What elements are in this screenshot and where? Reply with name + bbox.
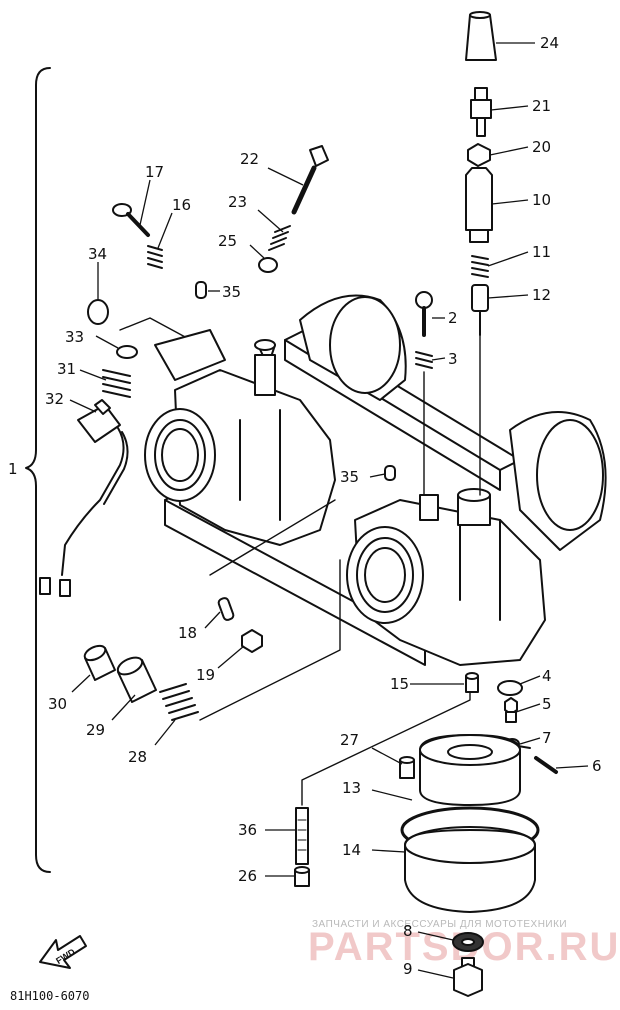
part-35-plug-upper xyxy=(195,281,207,299)
callout-2: 2 xyxy=(448,309,458,327)
part-3-spring xyxy=(415,351,433,369)
part-34-cap xyxy=(87,299,109,325)
leader-lines xyxy=(69,42,589,979)
part-5-jet xyxy=(504,697,518,723)
callout-32: 32 xyxy=(45,390,64,408)
callout-28: 28 xyxy=(128,748,147,766)
part-6-pin xyxy=(534,756,558,774)
callout-35-lower: 35 xyxy=(340,468,359,486)
part-19-nut xyxy=(241,629,263,653)
callout-3: 3 xyxy=(448,350,458,368)
callout-labels: 24 21 20 10 11 12 2 3 22 23 25 35 17 16 … xyxy=(8,34,602,978)
part-14-float-bowl xyxy=(404,826,536,913)
callout-13: 13 xyxy=(342,779,361,797)
part-4-washer xyxy=(497,680,523,696)
watermark-top: ЗАПЧАСТИ И АКСЕССУАРЫ ДЛЯ МОТОТЕХНИКИ xyxy=(312,919,567,930)
callout-25: 25 xyxy=(218,232,237,250)
part-15-jet xyxy=(465,672,479,693)
callout-17: 17 xyxy=(145,163,164,181)
part-23-spring xyxy=(268,225,291,251)
callout-16: 16 xyxy=(172,196,191,214)
right-carburetor-body xyxy=(346,488,546,666)
callout-14: 14 xyxy=(342,841,361,859)
callout-9: 9 xyxy=(403,960,413,978)
callout-22: 22 xyxy=(240,150,259,168)
callout-35-upper: 35 xyxy=(222,283,241,301)
callout-6: 6 xyxy=(592,757,602,775)
part-22-screw xyxy=(291,145,329,215)
part-29-bushing xyxy=(116,656,157,703)
part-27-jet xyxy=(399,756,415,779)
callout-18: 18 xyxy=(178,624,197,642)
callout-4: 4 xyxy=(542,667,552,685)
callout-5: 5 xyxy=(542,695,552,713)
part-28-spring xyxy=(159,683,199,721)
callout-11: 11 xyxy=(532,243,551,261)
part-32-sensor xyxy=(39,399,129,597)
part-36-emulsion-tube xyxy=(295,807,309,865)
part-21-connector xyxy=(470,87,492,137)
part-26-jet xyxy=(294,866,310,887)
callout-27: 27 xyxy=(340,731,359,749)
fwd-arrow-icon: FWD xyxy=(39,935,87,969)
part-18-pin xyxy=(217,597,235,621)
callout-15: 15 xyxy=(390,675,409,693)
mounting-plate-lower xyxy=(164,499,426,666)
callout-8: 8 xyxy=(403,922,413,940)
callout-30: 30 xyxy=(48,695,67,713)
diagram-code: 81H100-6070 xyxy=(10,989,89,1003)
part-12-needle xyxy=(471,284,489,336)
assembly-brace xyxy=(25,67,51,873)
part-31-spring xyxy=(102,369,131,398)
left-carburetor-body xyxy=(144,339,336,546)
callout-19: 19 xyxy=(196,666,215,684)
callout-26: 26 xyxy=(238,867,257,885)
part-11-spring xyxy=(471,255,489,278)
part-10-holder xyxy=(465,167,493,243)
part-2-screw xyxy=(415,291,433,337)
callout-36: 36 xyxy=(238,821,257,839)
callout-10: 10 xyxy=(532,191,551,209)
part-25-washer xyxy=(258,257,278,273)
part-13-float xyxy=(419,734,521,806)
callout-21: 21 xyxy=(532,97,551,115)
callout-29: 29 xyxy=(86,721,105,739)
assembly-label: 1 xyxy=(8,460,18,478)
part-30-piston xyxy=(83,644,116,681)
part-33-washer xyxy=(116,345,138,359)
callout-34: 34 xyxy=(88,245,107,263)
callout-31: 31 xyxy=(57,360,76,378)
callout-7: 7 xyxy=(542,729,552,747)
callout-33: 33 xyxy=(65,328,84,346)
part-9-drain-bolt xyxy=(453,957,483,997)
callout-24: 24 xyxy=(540,34,559,52)
part-20-nut xyxy=(467,143,491,167)
part-16-spring xyxy=(147,245,163,269)
part-17-screw xyxy=(112,203,150,237)
rear-intake-bells xyxy=(299,294,607,551)
callout-23: 23 xyxy=(228,193,247,211)
callout-12: 12 xyxy=(532,286,551,304)
part-35-plug-lower xyxy=(384,465,396,481)
callout-20: 20 xyxy=(532,138,551,156)
part-24-cap xyxy=(465,11,497,61)
